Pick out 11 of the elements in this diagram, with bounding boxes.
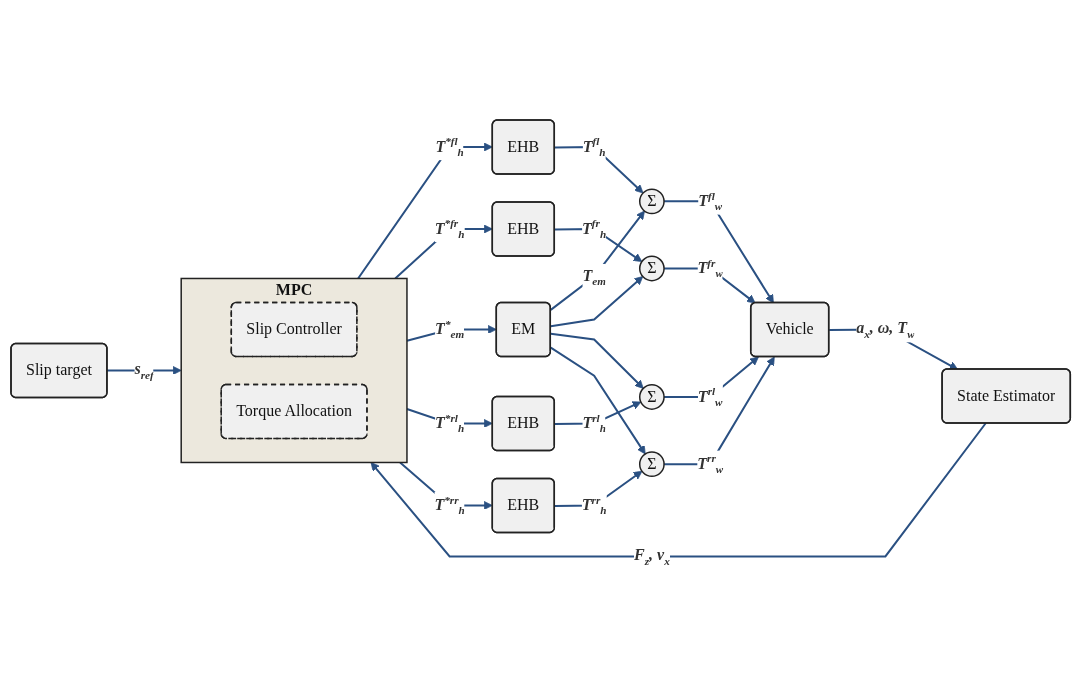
edge-label: a$_{x}$, ω, T$_{w}$	[856, 319, 915, 340]
node-circle: Σ	[639, 383, 666, 410]
node-circle: Σ	[639, 188, 666, 214]
arrow	[550, 346, 646, 455]
node-circle: Σ	[639, 255, 666, 282]
node-circle: Σ	[639, 451, 666, 477]
arrow	[370, 421, 988, 558]
edge-label: F$_{z}$, v$_{x}$	[634, 546, 671, 567]
arrow	[550, 275, 644, 327]
arrow	[550, 332, 644, 389]
edge-label: T$_{em}$	[582, 266, 607, 287]
